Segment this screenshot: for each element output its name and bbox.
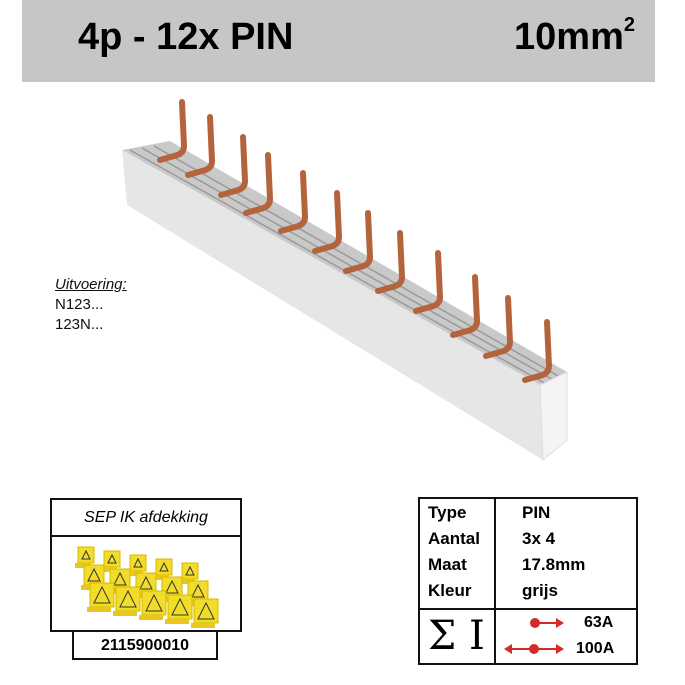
yellow-cap (87, 582, 115, 612)
yellow-cap (179, 562, 199, 584)
copper-pin (343, 210, 374, 274)
copper-pins (157, 99, 553, 383)
spec-label: Maat (428, 555, 467, 574)
spec-value: PIN (522, 503, 551, 522)
spec-table: Type PIN Aantal 3x 4 Maat 17.8mm Kleur g… (418, 497, 638, 665)
spec-value: 3x 4 (522, 529, 556, 548)
spec-label: Aantal (428, 529, 480, 548)
spec-label: Type (428, 503, 467, 522)
copper-pin (522, 319, 553, 383)
copper-pin (278, 170, 309, 234)
current-symbol: Σ I (428, 613, 485, 659)
accessory-article-number: 2115900010 (72, 630, 218, 660)
copper-pin (157, 99, 188, 163)
cross-section-value: 10mm (514, 16, 624, 58)
copper-pin (243, 152, 274, 216)
copper-pin (218, 134, 249, 198)
busbar-end-face (539, 371, 568, 462)
current-arrows-icon (504, 618, 564, 654)
spec-label: Kleur (428, 581, 472, 600)
cross-section-exponent: 2 (623, 14, 635, 37)
copper-pin (450, 274, 481, 338)
yellow-cap (127, 554, 147, 576)
yellow-cap (153, 558, 173, 580)
cross-section: 10mm2 (514, 14, 635, 59)
busbar-front-face (122, 150, 543, 460)
spec-value: 17.8mm (522, 555, 586, 574)
yellow-cap (75, 546, 95, 568)
yellow-cap (165, 594, 193, 624)
variant-item: N123... (55, 296, 104, 313)
yellow-cap (139, 590, 167, 620)
yellow-cap (101, 550, 121, 572)
copper-pin (375, 230, 406, 294)
yellow-caps-image (75, 546, 219, 628)
current-single-feed: 63A (584, 614, 614, 631)
variants: Uitvoering: N123... 123N... (55, 275, 127, 335)
accessory-title: SEP IK afdekking (52, 500, 240, 537)
copper-pin (413, 250, 444, 314)
product-title: 4p - 12x PIN (78, 16, 294, 58)
variant-item: 123N... (55, 316, 104, 333)
yellow-cap (191, 598, 219, 628)
current-double-feed: 100A (576, 640, 615, 657)
copper-pin (483, 295, 514, 359)
variants-heading: Uitvoering: (55, 276, 127, 293)
spec-value: grijs (522, 581, 558, 600)
copper-pin (185, 114, 216, 178)
accessory-box: SEP IK afdekking (50, 498, 242, 632)
yellow-cap (113, 586, 141, 616)
copper-pin (312, 190, 343, 254)
header-banner (22, 0, 655, 82)
